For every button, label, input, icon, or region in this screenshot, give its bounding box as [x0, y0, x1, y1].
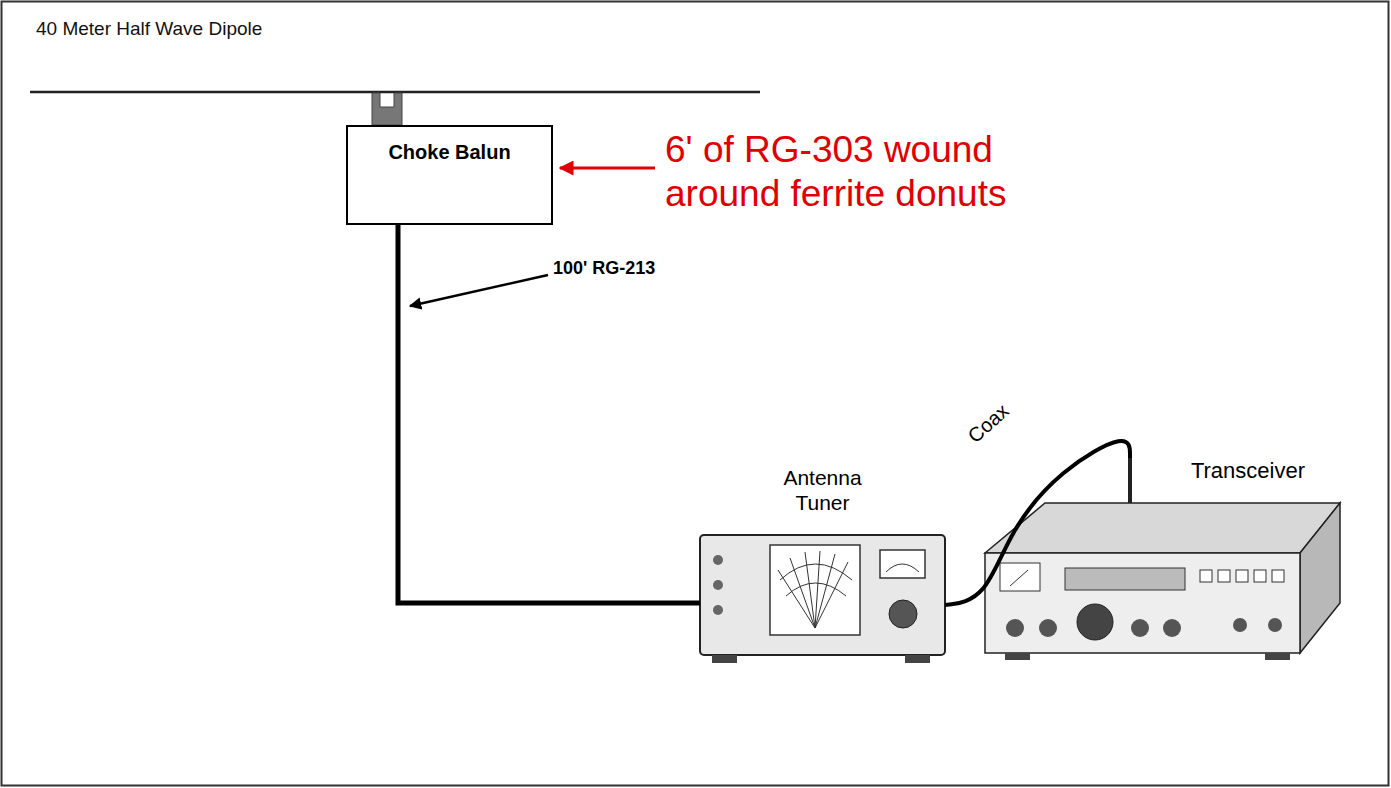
node-text: Antenna Tuner [773, 465, 873, 515]
patch-coax [945, 441, 1130, 605]
transceiver-illustration [985, 458, 1340, 660]
transceiver: Transceiver [955, 458, 1345, 665]
feedline-coax [398, 225, 700, 603]
feedpoint-connector [372, 93, 402, 125]
balun-box: Choke Balun [346, 125, 553, 225]
antenna-title: 40 Meter Half Wave Dipole [36, 18, 262, 40]
callout-note: 6' of RG-303 wound around ferrite donuts [665, 128, 1105, 217]
antenna-tuner: Antenna Tuner [700, 465, 945, 665]
node-text: Choke Balun [348, 127, 551, 164]
tuner-illustration [700, 535, 945, 663]
callout-arrow [560, 167, 655, 170]
edge-label: Coax [962, 398, 1015, 449]
leader-arrow [410, 275, 548, 306]
cable-label: 100' RG-213 [553, 258, 655, 279]
node-text: Transceiver [955, 458, 1345, 484]
